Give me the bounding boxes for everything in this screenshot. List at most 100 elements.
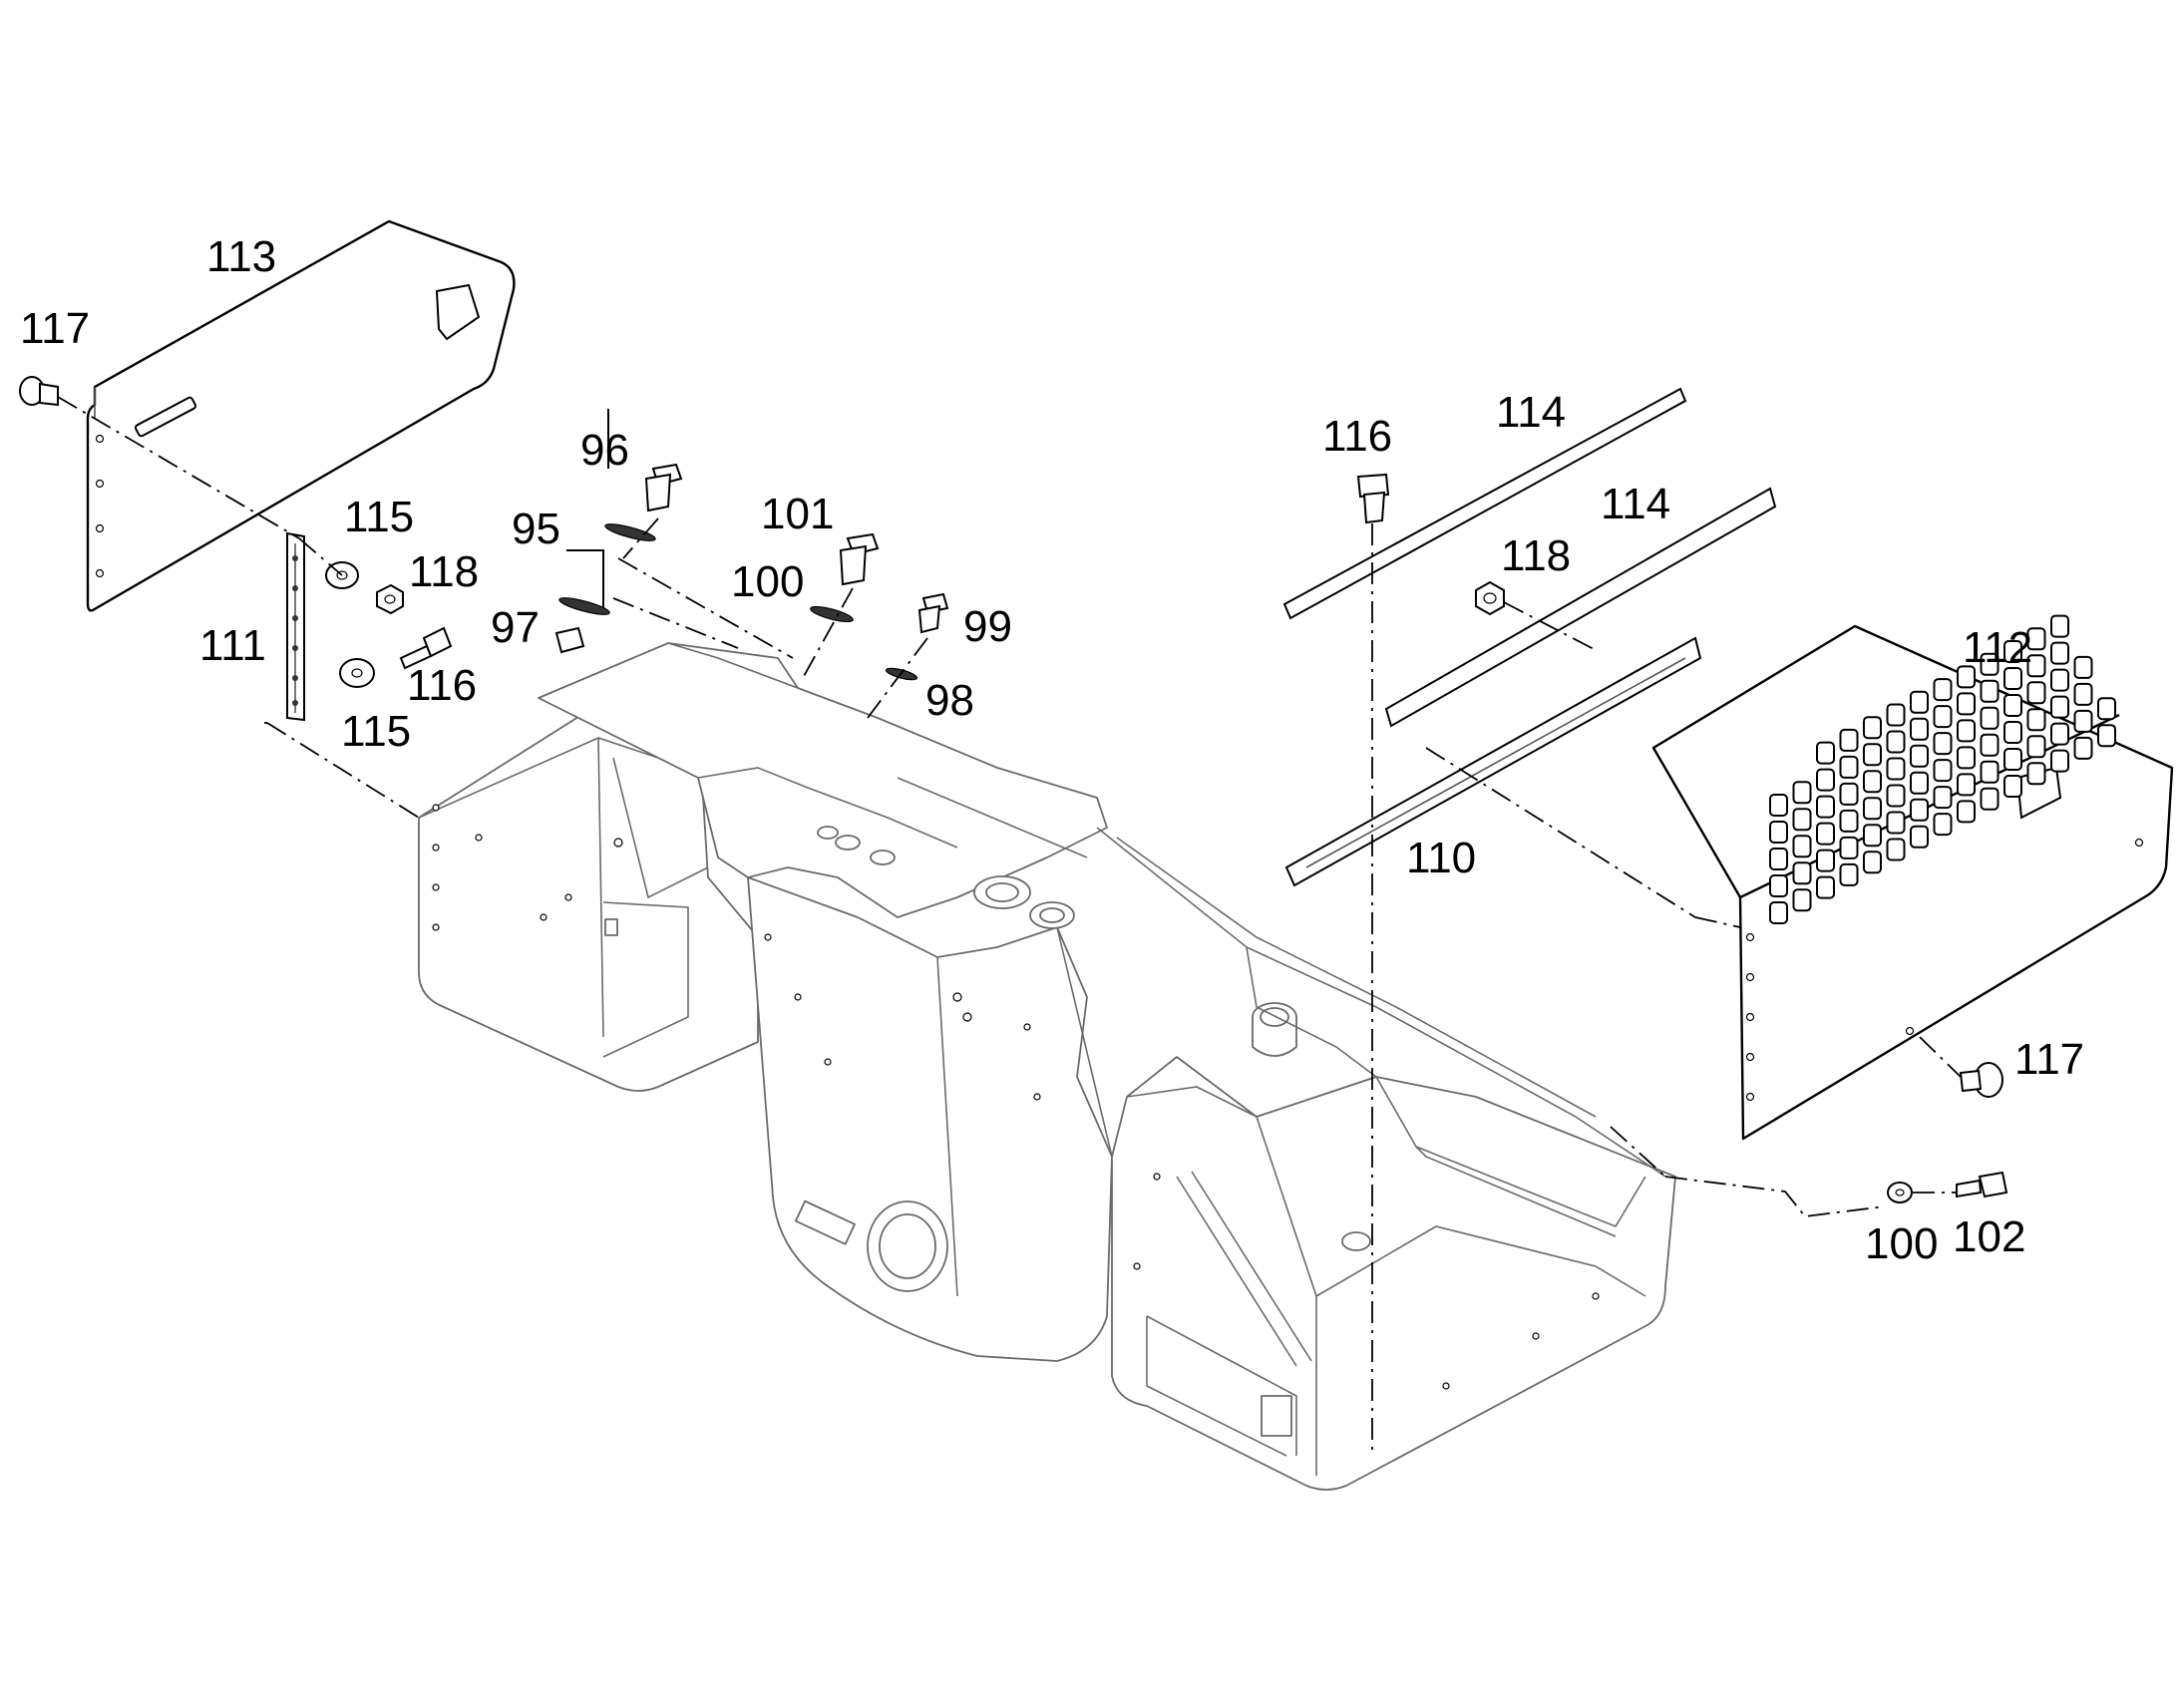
callout-100-top: 100	[731, 557, 804, 606]
grille-panel-112	[1651, 614, 2174, 1141]
grille-opening	[2050, 749, 2069, 773]
callout-116-left: 116	[407, 661, 477, 710]
grille-opening	[1769, 848, 1788, 870]
grille-opening	[1933, 813, 1953, 837]
grille-opening	[1886, 811, 1906, 835]
grille-opening	[1980, 733, 1999, 757]
grille-opening	[1957, 746, 1976, 770]
grille-opening	[1910, 771, 1929, 795]
grille-opening	[2097, 724, 2116, 748]
grille-opening	[1933, 705, 1953, 729]
frame-holes	[432, 804, 1600, 1390]
callout-labels: 113 117 115 118 111 116 115 96 95 97 101…	[20, 232, 2084, 1268]
right-small-hardware	[1356, 473, 2008, 1203]
grille-opening	[2073, 655, 2093, 679]
grille-opening	[2073, 682, 2093, 706]
grille-opening	[2003, 694, 2022, 717]
grille-opening	[1886, 703, 1906, 727]
callout-118-right: 118	[1501, 531, 1571, 580]
callout-97: 97	[491, 603, 540, 652]
grille-opening	[1886, 730, 1906, 754]
grille-opening	[2050, 614, 2069, 638]
grille-opening	[1863, 743, 1882, 767]
grille-opening	[1792, 888, 1812, 912]
grille-opening	[1816, 795, 1835, 819]
top-centre-hardware	[554, 463, 949, 681]
grille-opening	[1980, 706, 1999, 730]
hinge-111	[286, 531, 305, 722]
grille-opening	[2050, 641, 2069, 665]
main-frame	[418, 642, 1676, 1491]
grille-opening	[1863, 797, 1882, 821]
grille-opening	[1886, 838, 1906, 861]
grille-opening	[1957, 800, 1976, 824]
grille-opening	[1839, 755, 1859, 779]
grille-opening	[1792, 835, 1812, 858]
grille-opening	[1886, 757, 1906, 781]
callout-117-left: 117	[20, 304, 90, 353]
callout-118-left: 118	[409, 547, 479, 596]
callout-98: 98	[925, 676, 974, 725]
callout-101: 101	[761, 490, 834, 538]
strip-114-lower	[1384, 487, 1777, 728]
grille-opening	[1792, 781, 1812, 805]
grille-opening	[2050, 722, 2069, 746]
grille-opening	[2003, 775, 2022, 798]
grille-opening	[1863, 716, 1882, 740]
grille-opening	[2026, 681, 2046, 705]
grille-opening	[1816, 875, 1835, 899]
grille-opening	[1769, 901, 1788, 924]
grille-opening	[1957, 665, 1976, 689]
grille-opening	[2003, 640, 2022, 663]
left-hardware	[19, 376, 453, 688]
grille-opening	[1863, 770, 1882, 794]
grille-opening	[1863, 824, 1882, 848]
grille-opening	[1910, 690, 1929, 714]
callout-117-right: 117	[2014, 1035, 2084, 1084]
grille-opening	[1816, 822, 1835, 846]
grille-opening	[1957, 692, 1976, 716]
callout-95: 95	[512, 505, 560, 553]
grille-opening	[1816, 768, 1835, 792]
grille-opening	[2050, 695, 2069, 719]
grille-opening	[1933, 732, 1953, 756]
grille-opening	[1886, 784, 1906, 808]
grille-opening	[1839, 809, 1859, 833]
grille-opening	[2026, 762, 2046, 786]
grille-opening	[1957, 773, 1976, 797]
callout-113: 113	[206, 232, 276, 281]
callout-114-lower: 114	[1601, 480, 1670, 528]
grille-opening	[2026, 708, 2046, 732]
callout-100-bottom: 100	[1865, 1219, 1938, 1268]
grille-opening	[1816, 849, 1835, 872]
strip-114-upper	[1282, 387, 1687, 620]
callout-110: 110	[1406, 834, 1476, 882]
grille-opening	[1980, 679, 1999, 703]
grille-opening	[1839, 782, 1859, 806]
grille-opening	[2003, 721, 2022, 744]
callout-116-right: 116	[1322, 412, 1392, 461]
callout-102: 102	[1953, 1212, 2025, 1261]
grille-opening	[1980, 787, 1999, 811]
callout-111: 111	[199, 621, 266, 670]
side-panel-113	[86, 219, 516, 612]
grille-opening	[2026, 735, 2046, 759]
grille-opening	[2050, 668, 2069, 692]
assembly-centerlines	[57, 396, 1962, 1456]
callout-96: 96	[580, 426, 629, 475]
grille-opening	[2097, 697, 2116, 721]
grille-opening	[1933, 678, 1953, 702]
grille-opening	[2073, 709, 2093, 733]
grille-opening	[2073, 736, 2093, 760]
grille-opening	[1769, 794, 1788, 817]
grille-opening	[1839, 836, 1859, 859]
grille-opening	[1910, 744, 1929, 768]
grille-opening	[1933, 786, 1953, 810]
grille-opening	[1792, 861, 1812, 885]
callout-115-lower: 115	[341, 707, 411, 756]
grille-opening	[1792, 808, 1812, 832]
grille-opening	[2026, 627, 2046, 651]
grille-opening	[1957, 719, 1976, 743]
grille-opening	[2003, 667, 2022, 690]
